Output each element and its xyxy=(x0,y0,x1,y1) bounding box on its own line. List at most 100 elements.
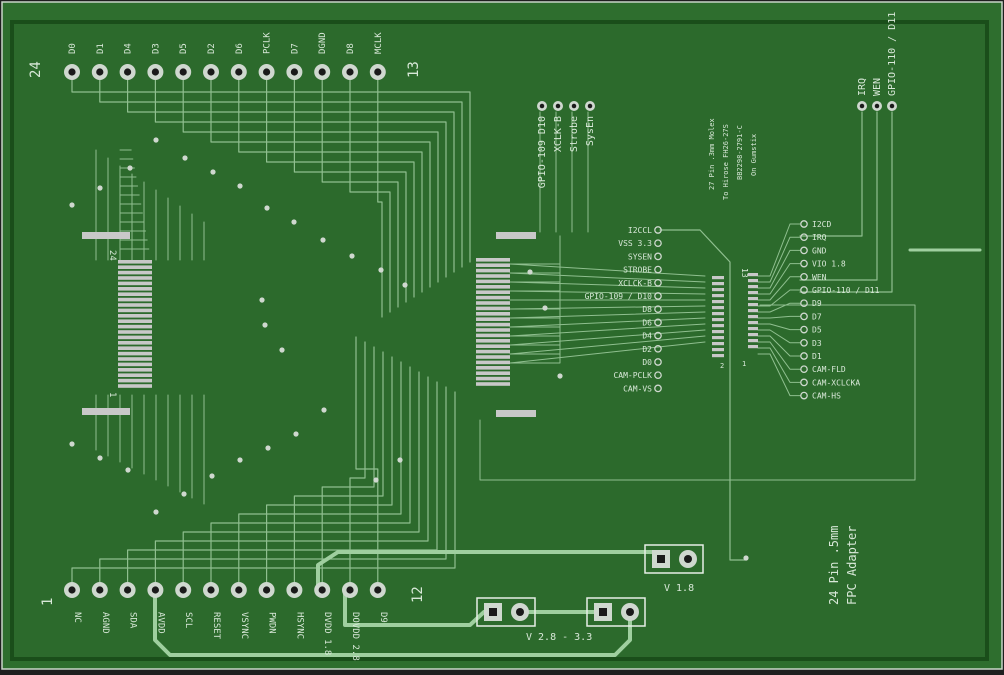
conn-pad-2-drill xyxy=(571,103,577,109)
via-15 xyxy=(262,322,268,328)
bottom-pin-label-11: D9 xyxy=(378,612,388,623)
fpc2-mount-bottom xyxy=(496,410,536,417)
left-signal-label-10: D0 xyxy=(642,358,652,367)
right-signal-pad-3 xyxy=(800,259,808,268)
trace-bus-11 xyxy=(509,235,706,364)
fpc-pads-mid xyxy=(476,258,510,386)
top-header-pad-4-drill xyxy=(179,68,187,76)
via-11 xyxy=(378,267,384,273)
bottom-header-pad-9-drill xyxy=(318,586,326,594)
fpc-pin-label-24: 24 xyxy=(107,250,117,261)
left-signal-pad-10 xyxy=(654,358,662,366)
trace-top-9 xyxy=(321,79,399,308)
right-pad-1-drill xyxy=(874,103,880,109)
fpc-left-pad-4 xyxy=(118,281,152,286)
fpc-left-pad-15 xyxy=(118,341,152,345)
fpc-left-pad-14 xyxy=(118,335,152,340)
top-pin-label-7: PCLK xyxy=(263,32,273,54)
right-signal-label-12: CAM-XCLCKA xyxy=(812,378,860,387)
left-signal-pad-4 xyxy=(654,278,662,287)
molex-right-pad-1 xyxy=(748,279,758,283)
top-header-pad-0-drill xyxy=(68,68,76,76)
right-signal-label-6: D9 xyxy=(812,299,822,308)
fpc-left-pad-1 xyxy=(118,265,152,269)
left-signal-label-11: CAM-PCLK xyxy=(613,371,652,380)
trace-gpio110 xyxy=(799,111,893,293)
molex-connector: 13 2 1 xyxy=(712,268,758,370)
right-label-0: IRQ xyxy=(857,78,868,96)
molex-right-pad-12 xyxy=(748,345,758,349)
fpc-connector-mid xyxy=(476,232,536,417)
bottom-pin-label-5: RESET xyxy=(211,612,221,640)
top-pin-label-1: D1 xyxy=(96,43,106,54)
trace-right-1 xyxy=(757,236,801,283)
jumper-v18-hole-2 xyxy=(684,555,692,563)
via-30 xyxy=(542,305,548,311)
right-pad-0-drill xyxy=(859,103,865,109)
trace-right-5 xyxy=(757,289,801,307)
fpc-left-pad-7 xyxy=(118,297,152,302)
jumper-v28-outline-left xyxy=(476,597,536,627)
left-signal-label-12: CAM-VS xyxy=(623,384,652,393)
via-31 xyxy=(557,373,563,379)
molex-left-pad-3 xyxy=(712,294,724,298)
fpc-mid-pad-21 xyxy=(476,371,510,375)
fpc-mid-pad-14 xyxy=(476,333,510,338)
molex-left-pad-9 xyxy=(712,330,724,334)
fpc-mid-pad-11 xyxy=(476,317,510,321)
top-header-pad-11-drill xyxy=(374,68,382,76)
molex-left-pad-11 xyxy=(712,342,724,346)
molex-left-pad-7 xyxy=(712,318,724,322)
via-12 xyxy=(402,282,408,288)
note-line-2: To Hirose FH26-27S xyxy=(722,124,730,200)
via-3 xyxy=(153,137,159,143)
left-signal-label-2: SYSEN xyxy=(628,252,652,261)
right-signal-pad-8 xyxy=(800,325,808,334)
via-23 xyxy=(265,445,271,451)
right-signal-pad-4 xyxy=(800,272,808,281)
right-label-1: WEN xyxy=(872,78,883,96)
top-pin-label-2: D4 xyxy=(124,43,134,54)
trace-power-1 xyxy=(316,550,654,592)
right-signal-pad-2 xyxy=(800,246,808,255)
molex-left-pad-13 xyxy=(712,354,724,358)
top-pin-label-8: D7 xyxy=(290,43,300,54)
trace-bottom-7 xyxy=(266,356,393,583)
trace-right-12 xyxy=(757,347,801,383)
molex-right-pad-0 xyxy=(748,273,758,277)
fpc-mid-pad-5 xyxy=(476,285,510,289)
fpc-mid-pad-4 xyxy=(476,279,510,284)
via-10 xyxy=(349,253,355,259)
fpc-left-pad-19 xyxy=(118,362,152,367)
bottom-pin-label-3: AVDD xyxy=(155,612,165,634)
via-13 xyxy=(259,297,265,303)
jumper-v28-hole-4 xyxy=(626,608,634,616)
trace-right-11 xyxy=(757,341,801,370)
jumper-v18-hole-1 xyxy=(657,555,665,563)
molex-left-pad-10 xyxy=(712,336,724,340)
molex-left-pad-1 xyxy=(712,282,724,286)
jumper-v28-hole-3 xyxy=(599,608,607,616)
fpc-mid-pad-13 xyxy=(476,328,510,332)
fpc-mid-pad-7 xyxy=(476,295,510,300)
molex-right-pad-11 xyxy=(748,339,758,343)
traces xyxy=(69,79,982,657)
top-header-pad-8-drill xyxy=(290,68,298,76)
top-pin-label-10: D8 xyxy=(346,43,356,54)
left-signal-label-9: D2 xyxy=(642,345,652,354)
trace-top-10 xyxy=(349,79,391,313)
fpc-connector-left: 24 1 xyxy=(82,232,152,415)
bottom-pin-label-1: AGND xyxy=(100,612,110,634)
molex-left-pad-2 xyxy=(712,288,724,292)
top-pin-label-4: D5 xyxy=(179,43,189,54)
fpc-pads-left xyxy=(118,260,152,388)
trace-loop-1 xyxy=(479,304,916,481)
fpc-mid-pad-23 xyxy=(476,382,510,386)
note-line-1: 27 Pin .3mm Molex xyxy=(708,118,716,190)
left-signal-pad-3 xyxy=(654,265,662,274)
via-9 xyxy=(320,237,326,243)
trace-bottom-9 xyxy=(321,346,375,583)
left-signal-pad-5 xyxy=(654,292,662,300)
right-signal-pad-10 xyxy=(800,352,808,360)
